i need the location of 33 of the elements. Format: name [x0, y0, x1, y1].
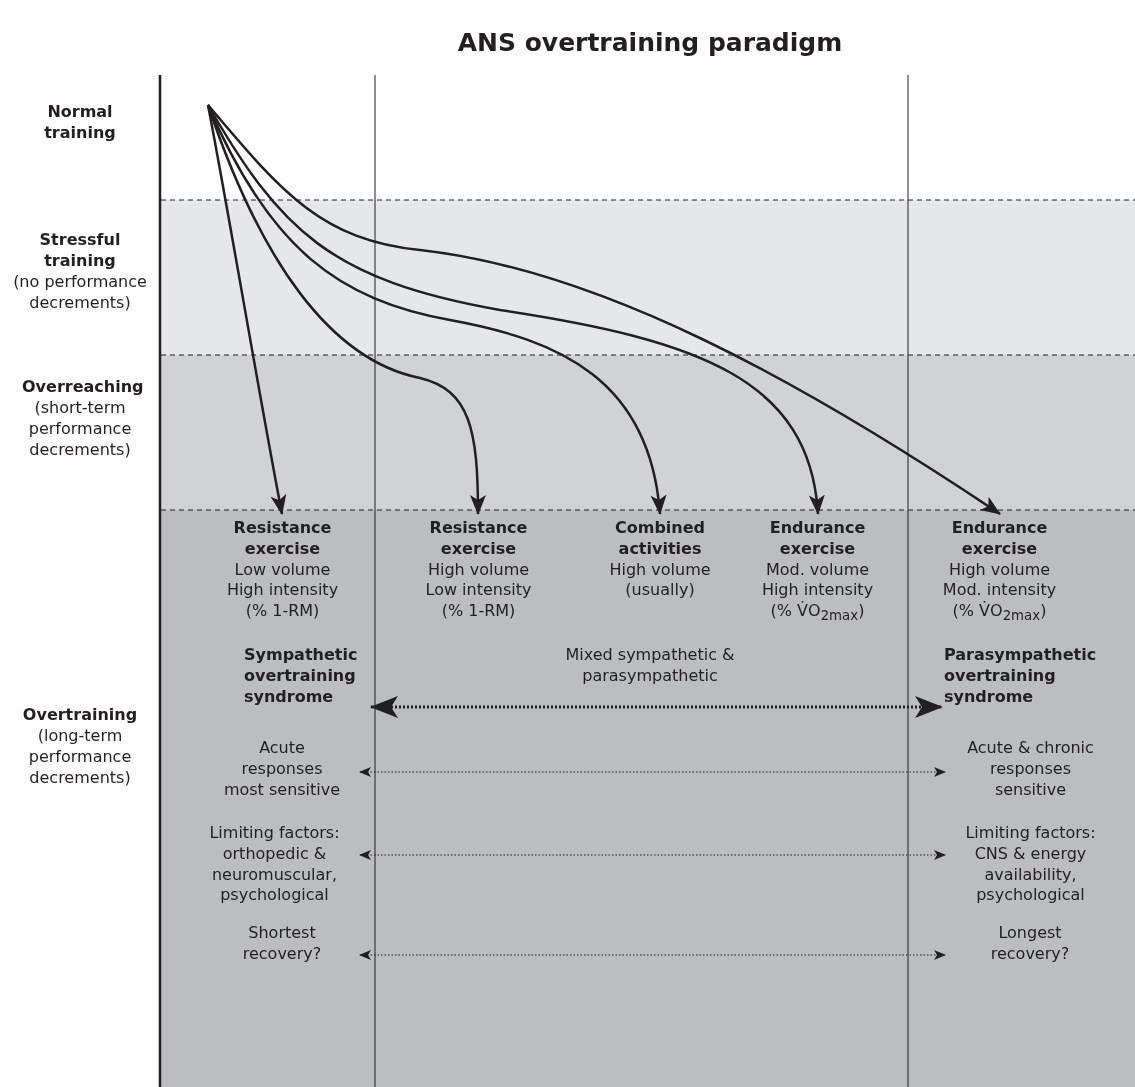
description: High volume Mod. intensity (% V̇O$_{2max}$)	[941, 559, 1058, 625]
double-arrow	[359, 850, 946, 860]
text-label: Limiting factors: CNS & energy availability, psychological	[964, 823, 1097, 907]
text-label: Shortest recovery?	[241, 923, 323, 965]
arrow	[206, 104, 287, 515]
arrow	[207, 104, 1001, 516]
double-arrow	[359, 950, 946, 960]
row-heading: Overtraining	[22, 705, 138, 726]
double-arrow	[370, 696, 943, 718]
text-label: Acute responses most sensitive	[222, 738, 342, 801]
edge-label: Mixed sympathetic & parasympathetic	[564, 645, 736, 687]
row-heading: Stressful training	[38, 230, 122, 272]
double-arrow	[359, 767, 946, 777]
heading: Combined activities	[613, 518, 706, 560]
text-label: Longest recovery?	[989, 923, 1071, 965]
title: ANS overtraining paradigm	[456, 28, 844, 57]
text-label: Parasympathetic overtraining syndrome	[944, 645, 1094, 708]
heading: Resistance exercise	[232, 518, 333, 560]
description: Mod. volume High intensity (% V̇O$_{2max}$)	[760, 559, 875, 625]
row-note: (long-term performance decrements)	[27, 726, 133, 789]
heading: Resistance exercise	[428, 518, 529, 560]
heading: Endurance exercise	[768, 518, 867, 560]
row-heading: Normal training	[43, 102, 117, 144]
arrow	[206, 104, 824, 515]
description: Low volume High intensity (% 1-RM)	[225, 559, 340, 622]
row-note: (short-term performance decrements)	[27, 398, 133, 461]
row-note: (no performance decrements)	[12, 272, 148, 314]
text-label: Sympathetic overtraining syndrome	[244, 645, 359, 708]
heading: Endurance exercise	[950, 518, 1049, 560]
text-label: Acute & chronic responses sensitive	[966, 738, 1095, 801]
text-label: Limiting factors: orthopedic & neuromuscular, psychological	[208, 823, 341, 907]
description: High volume (usually)	[608, 559, 712, 602]
description: High volume Low intensity (% 1-RM)	[424, 559, 533, 622]
